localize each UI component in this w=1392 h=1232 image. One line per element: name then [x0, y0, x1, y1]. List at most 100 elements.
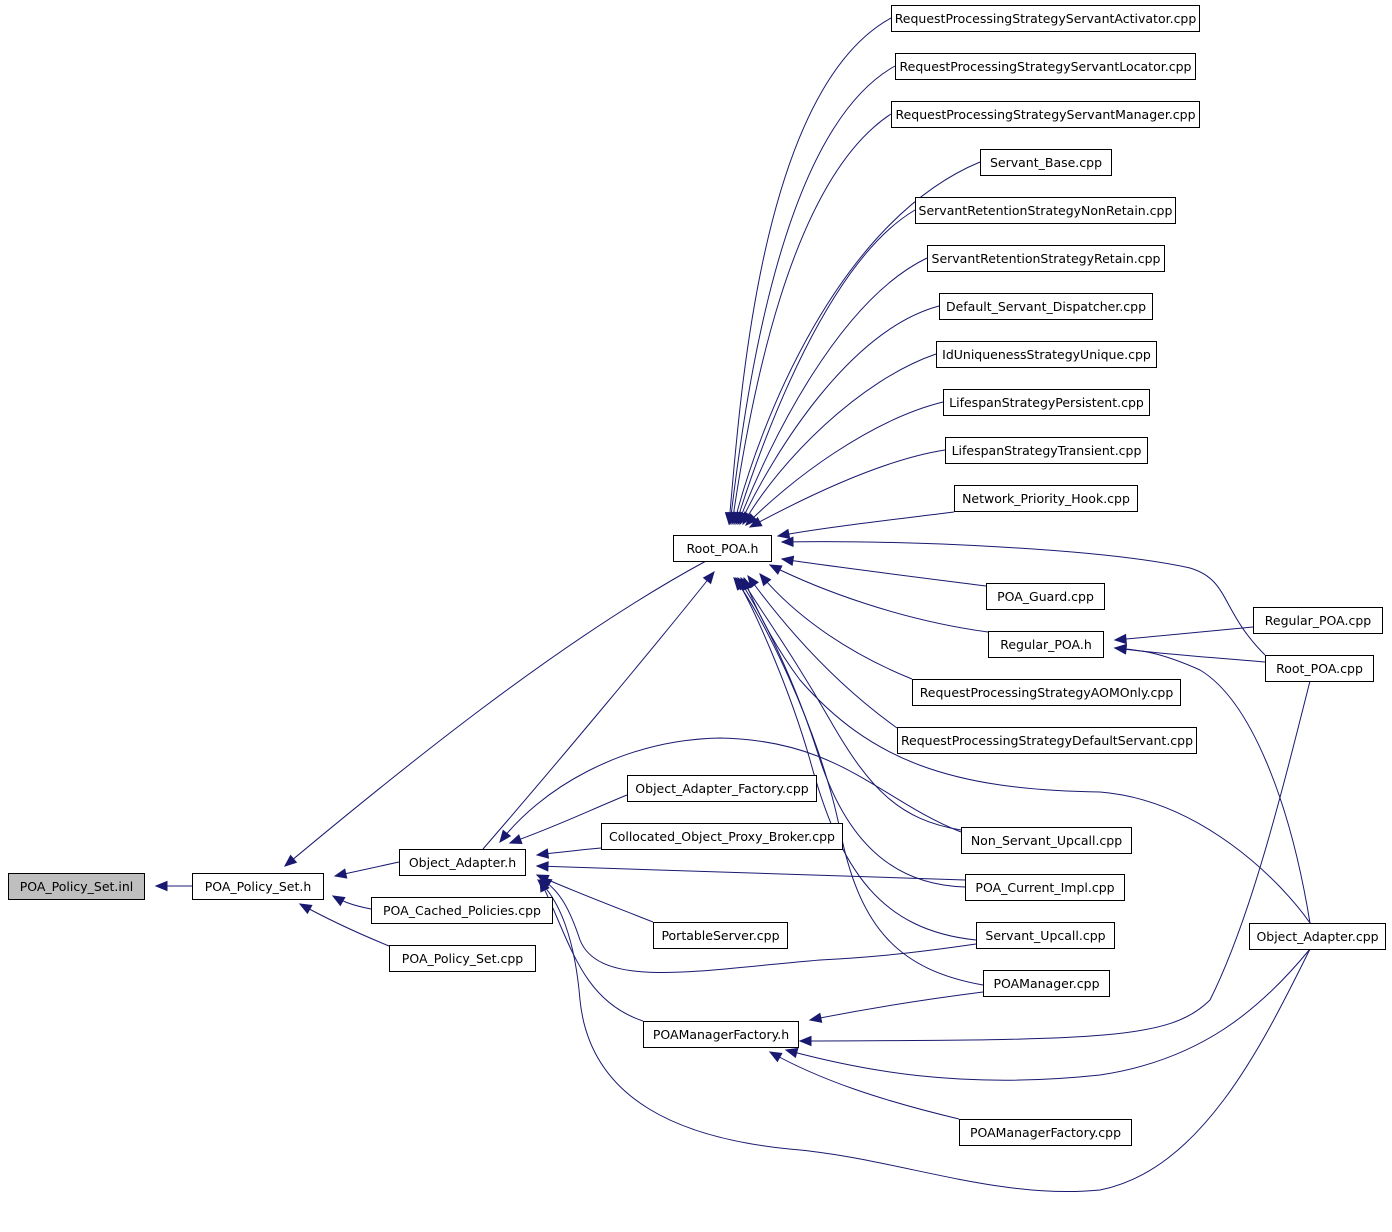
node-box[interactable]: [912, 679, 1181, 706]
node-box[interactable]: [895, 53, 1196, 80]
node-root-cpp[interactable]: Root_POA.cpp: [1265, 655, 1374, 682]
node-box[interactable]: [673, 535, 772, 562]
edge-line: [737, 257, 928, 525]
edge-line: [742, 353, 937, 525]
node-sbase[interactable]: Servant_Base.cpp: [980, 149, 1112, 176]
edge-line: [536, 874, 654, 923]
node-box[interactable]: [601, 823, 843, 850]
node-guard[interactable]: POA_Guard.cpp: [986, 583, 1105, 610]
node-box[interactable]: [399, 849, 526, 876]
edge-line: [745, 401, 944, 526]
node-pmf-cpp[interactable]: POAManagerFactory.cpp: [959, 1119, 1132, 1146]
edge-line: [769, 1051, 960, 1120]
arrow-head: [508, 834, 523, 845]
edge-line: [749, 449, 946, 528]
node-box[interactable]: [936, 341, 1157, 368]
arrow-head: [784, 1047, 799, 1059]
node-cached[interactable]: POA_Cached_Policies.cpp: [371, 897, 553, 924]
node-oa-cpp[interactable]: Object_Adapter.cpp: [1249, 923, 1386, 950]
edges-layer: [154, 17, 1311, 1193]
node-lst[interactable]: LifespanStrategyTransient.cpp: [945, 437, 1148, 464]
node-pps-h[interactable]: POA_Policy_Set.h: [192, 873, 324, 900]
node-pps-cpp[interactable]: POA_Policy_Set.cpp: [389, 945, 536, 972]
node-box[interactable]: [959, 1119, 1132, 1146]
node-reg-cpp[interactable]: Regular_POA.cpp: [1253, 607, 1383, 634]
node-nsu[interactable]: Non_Servant_Upcall.cpp: [961, 827, 1132, 854]
arrow-head: [1113, 643, 1127, 655]
edge-line: [785, 948, 1311, 1081]
node-box[interactable]: [988, 631, 1104, 658]
edge-aom-to-root_h: [759, 572, 913, 680]
node-box[interactable]: [986, 583, 1105, 610]
node-box[interactable]: [927, 245, 1165, 272]
arrow-head: [331, 895, 346, 907]
edge-root_cpp-to-root_h: [780, 536, 1266, 656]
node-copb[interactable]: Collocated_Object_Proxy_Broker.cpp: [601, 823, 843, 850]
edge-line: [539, 879, 644, 1022]
node-ps[interactable]: PortableServer.cpp: [653, 922, 788, 949]
arrow-head: [776, 528, 791, 540]
node-pci[interactable]: POA_Current_Impl.cpp: [965, 874, 1125, 901]
node-dsd[interactable]: Default_Servant_Dispatcher.cpp: [939, 293, 1153, 320]
node-box[interactable]: [980, 149, 1112, 176]
node-inl[interactable]: POA_Policy_Set.inl: [8, 873, 145, 900]
node-oa-h[interactable]: Object_Adapter.h: [399, 849, 526, 876]
node-root-h[interactable]: Root_POA.h: [673, 535, 772, 562]
node-box[interactable]: [961, 827, 1132, 854]
node-nph[interactable]: Network_Priority_Hook.cpp: [954, 485, 1138, 512]
node-rpsds[interactable]: RequestProcessingStrategyDefaultServant.…: [897, 727, 1197, 754]
node-lsp[interactable]: LifespanStrategyPersistent.cpp: [943, 389, 1150, 416]
node-aom[interactable]: RequestProcessingStrategyAOMOnly.cpp: [912, 679, 1181, 706]
edge-pci-to-oa_h: [535, 861, 966, 881]
node-label: Object_Adapter.h: [409, 855, 516, 870]
edge-ps-to-oa_h: [535, 874, 654, 923]
node-box[interactable]: [1265, 655, 1374, 682]
node-box[interactable]: [983, 970, 1110, 997]
node-box[interactable]: [891, 101, 1200, 128]
node-box[interactable]: [389, 945, 536, 972]
node-label: POA_Cached_Policies.cpp: [383, 903, 541, 918]
edge-line: [799, 680, 1311, 1042]
node-box[interactable]: [371, 897, 553, 924]
node-oaf[interactable]: Object_Adapter_Factory.cpp: [627, 775, 817, 802]
node-pm[interactable]: POAManager.cpp: [983, 970, 1110, 997]
edge-oa_h-to-pps_h: [333, 861, 400, 879]
node-label: POA_Guard.cpp: [997, 589, 1094, 604]
node-box[interactable]: [192, 873, 324, 900]
node-srsr[interactable]: ServantRetentionStrategyRetain.cpp: [927, 245, 1165, 272]
node-label: Regular_POA.cpp: [1265, 613, 1371, 628]
arrow-head: [780, 555, 795, 566]
edge-line: [499, 737, 962, 843]
node-box[interactable]: [965, 874, 1125, 901]
node-box[interactable]: [891, 5, 1200, 32]
node-box[interactable]: [643, 1021, 799, 1048]
node-box[interactable]: [939, 293, 1153, 320]
edge-line: [537, 879, 1311, 1193]
node-idu[interactable]: IdUniquenessStrategyUnique.cpp: [936, 341, 1157, 368]
node-box[interactable]: [1249, 923, 1386, 950]
node-rpsl[interactable]: RequestProcessingStrategyServantLocator.…: [895, 53, 1196, 80]
edge-line: [509, 794, 628, 844]
node-box[interactable]: [897, 727, 1197, 754]
node-label: POA_Policy_Set.inl: [20, 879, 134, 894]
node-box[interactable]: [954, 485, 1138, 512]
node-box[interactable]: [1253, 607, 1383, 634]
node-rpsm[interactable]: RequestProcessingStrategyServantManager.…: [891, 101, 1200, 128]
arrow-head: [537, 879, 551, 892]
node-box[interactable]: [976, 922, 1115, 949]
node-box[interactable]: [627, 775, 817, 802]
node-reg-h[interactable]: Regular_POA.h: [988, 631, 1104, 658]
node-box[interactable]: [945, 437, 1148, 464]
node-rpsa[interactable]: RequestProcessingStrategyServantActivato…: [891, 5, 1200, 32]
node-box[interactable]: [943, 389, 1150, 416]
nodes-layer: POA_Policy_Set.inl POA_Policy_Set.h Root_P…: [8, 5, 1386, 1146]
node-su[interactable]: Servant_Upcall.cpp: [976, 922, 1115, 949]
edge-line: [747, 575, 898, 729]
node-pmf-h[interactable]: POAManagerFactory.h: [643, 1021, 799, 1048]
node-box[interactable]: [8, 873, 145, 900]
node-box[interactable]: [915, 197, 1176, 224]
node-box[interactable]: [653, 922, 788, 949]
edge-line: [284, 560, 707, 867]
node-srsnr[interactable]: ServantRetentionStrategyNonRetain.cpp: [915, 197, 1176, 224]
arrow-head: [154, 880, 168, 892]
